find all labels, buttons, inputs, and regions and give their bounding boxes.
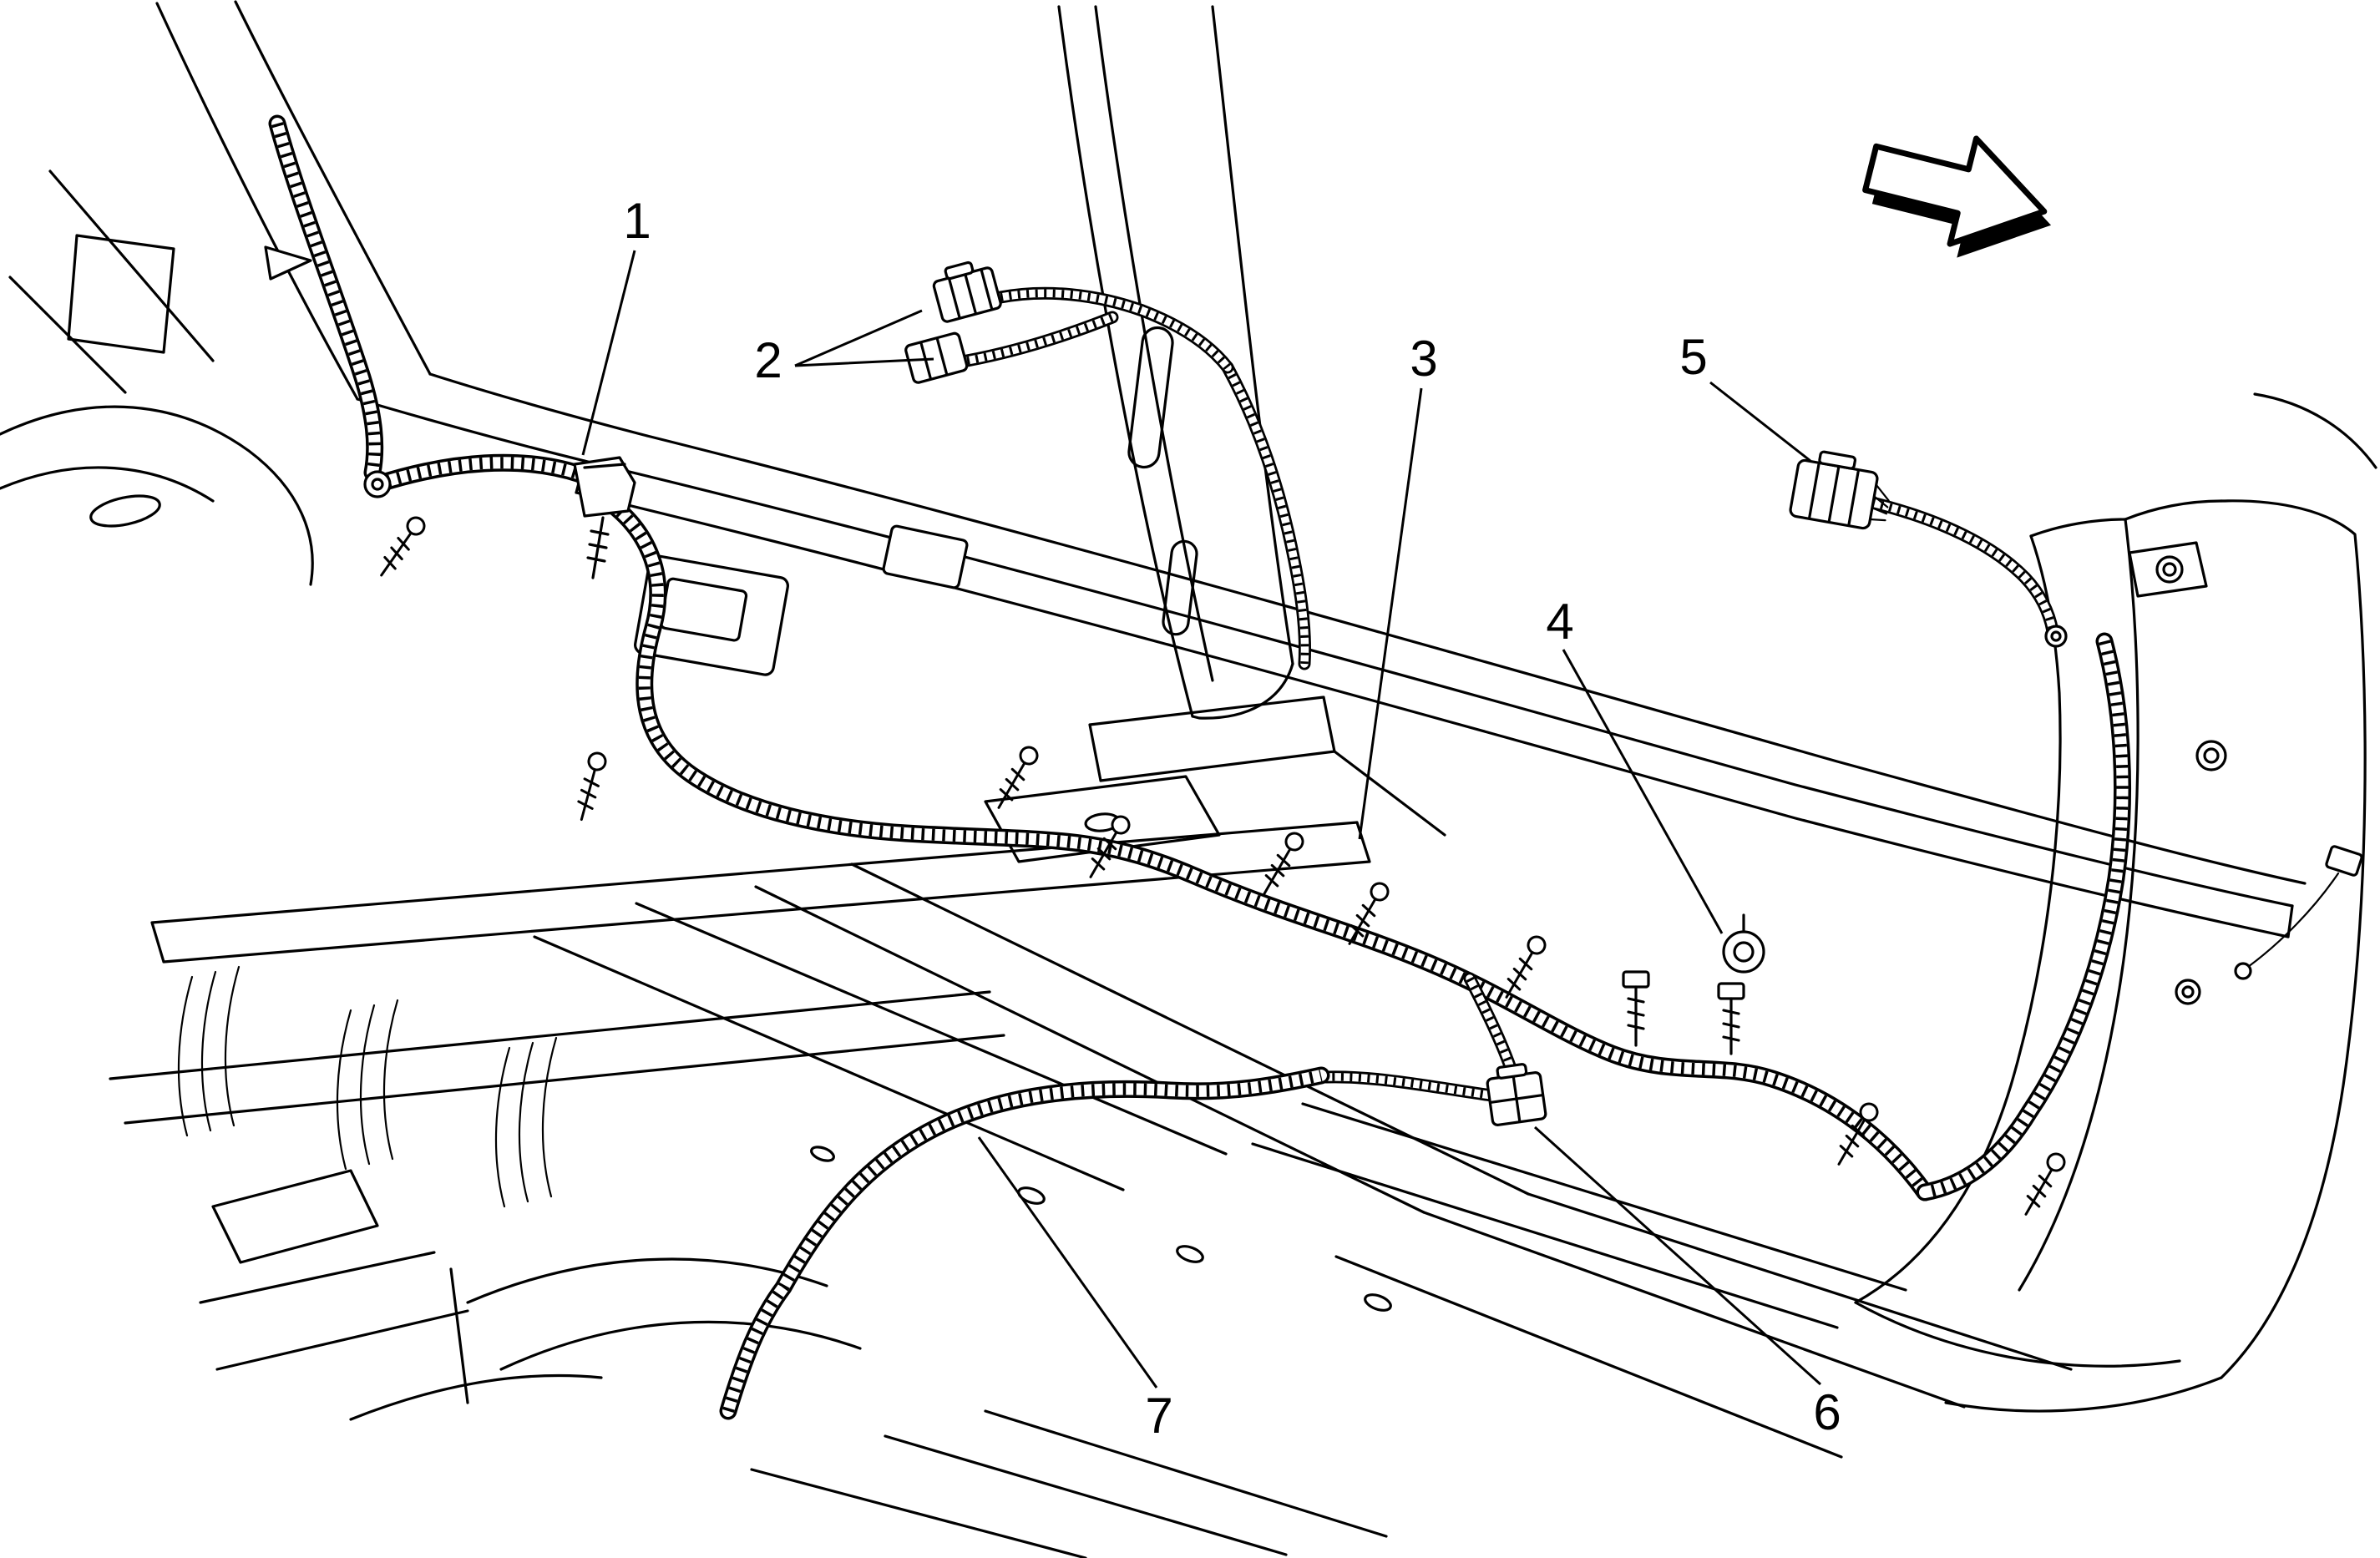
callout-4: 4	[1546, 594, 1724, 934]
stud-bolt-left	[1622, 970, 1650, 1047]
stud-bolt-right	[1717, 982, 1745, 1055]
connector-2b	[904, 331, 969, 384]
callout-5: 5	[1679, 329, 1811, 463]
connector5-pigtail	[1872, 503, 2053, 631]
b-pillar	[1057, 5, 1446, 837]
connector-2a	[932, 261, 1002, 323]
rear-quarter-panel-lines	[0, 0, 649, 586]
elbow-fitting	[573, 456, 636, 579]
callout-2-label: 2	[754, 332, 782, 388]
callout-4-label: 4	[1546, 594, 1573, 650]
callout-5-label: 5	[1679, 329, 1707, 385]
callout-7-label: 7	[1145, 1388, 1172, 1444]
connectors	[363, 261, 2363, 1127]
ring-terminal-left	[363, 470, 392, 498]
rocker-sill-lines	[575, 434, 2307, 938]
connector-6	[1486, 1063, 1547, 1127]
callout-6: 6	[1533, 1126, 1841, 1440]
ring-bolt-right	[2175, 979, 2201, 1005]
callout-3-label: 3	[1410, 331, 1437, 387]
callout-3: 3	[1358, 331, 1438, 840]
callout-6-label: 6	[1813, 1384, 1841, 1440]
pillar-harness	[1228, 367, 1305, 664]
direction-arrow-icon	[1862, 135, 2052, 258]
callout-7: 7	[977, 1136, 1173, 1444]
connector-5	[1789, 450, 1890, 530]
floor-pan-lines	[109, 524, 2073, 1558]
callout-1-label: 1	[623, 193, 651, 249]
callout-2: 2	[754, 309, 934, 388]
connector2-pigtails	[967, 293, 1228, 367]
grommet-ring-4	[1722, 913, 1765, 974]
callout-1: 1	[581, 193, 651, 456]
small-connector-far-right	[2234, 845, 2363, 980]
lower-left-harness	[728, 1075, 1321, 1411]
ring-terminal-pigtail5	[2044, 625, 2068, 648]
callouts: 1 2 3 4 5 6 7	[581, 193, 1841, 1444]
left-upper-harness	[277, 124, 580, 484]
fasteners	[373, 513, 2069, 1220]
connector-branch-harness	[1326, 979, 1513, 1095]
